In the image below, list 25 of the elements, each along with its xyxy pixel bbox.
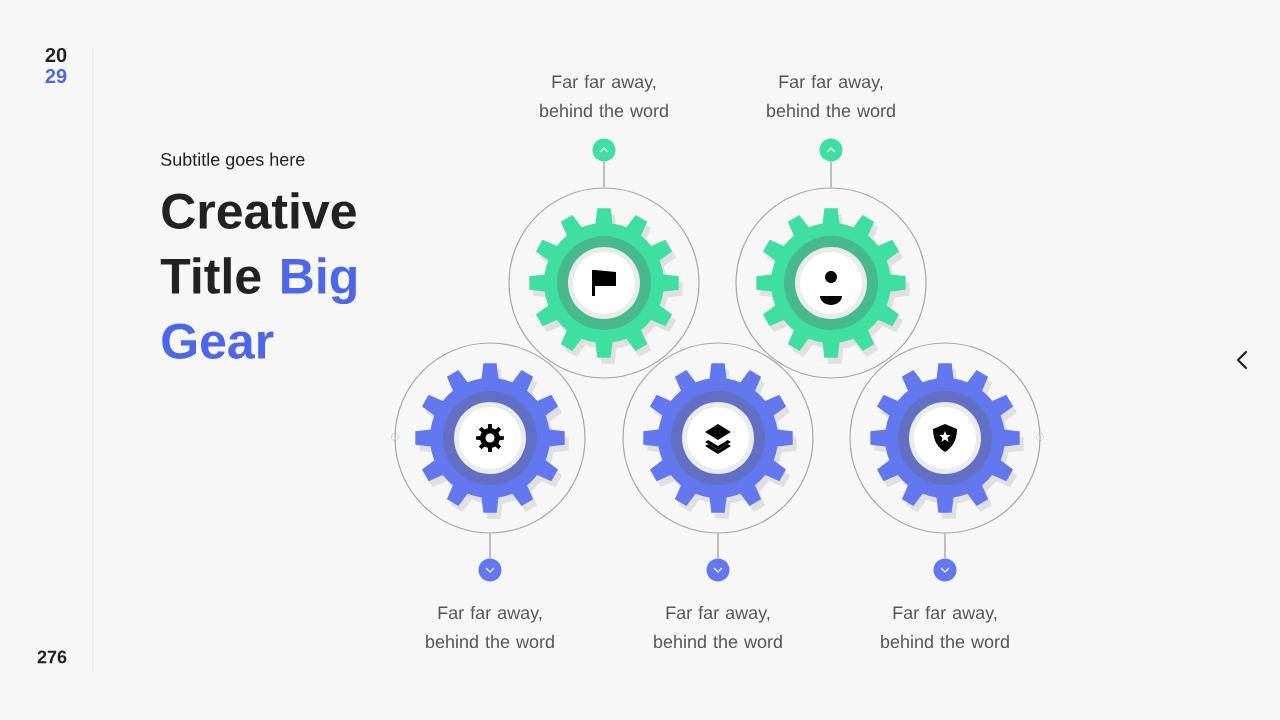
year-text: 29 — [45, 68, 67, 84]
caption-text: Far far away, behind the word — [540, 74, 668, 118]
subtitle: Subtitle goes here — [161, 152, 305, 170]
page-number: 276 — [37, 650, 67, 664]
pin-button — [592, 138, 616, 162]
pin-button — [478, 558, 502, 582]
gear-drawing — [508, 187, 700, 379]
gear-drawing — [849, 342, 1041, 534]
connector-line — [717, 533, 719, 559]
caption-text: Far far away, behind the word — [767, 74, 895, 118]
gear-drawing — [622, 342, 814, 534]
connector-line — [489, 533, 491, 559]
connector-line — [830, 161, 832, 188]
gear-drawing — [394, 342, 586, 534]
year-text: 20 — [45, 47, 67, 63]
caption-text: Far far away, behind the word — [881, 605, 1009, 649]
connector-line — [944, 533, 946, 559]
connector-line — [603, 161, 605, 188]
pin-button — [819, 138, 843, 162]
caption-text: Far far away, behind the word — [426, 605, 554, 649]
pin-button — [933, 558, 957, 582]
gear-drawing — [735, 187, 927, 379]
slide-title: Creative Title Big Gear — [160, 192, 356, 359]
caption-text: Far far away, behind the word — [654, 605, 782, 649]
pin-button — [706, 558, 730, 582]
